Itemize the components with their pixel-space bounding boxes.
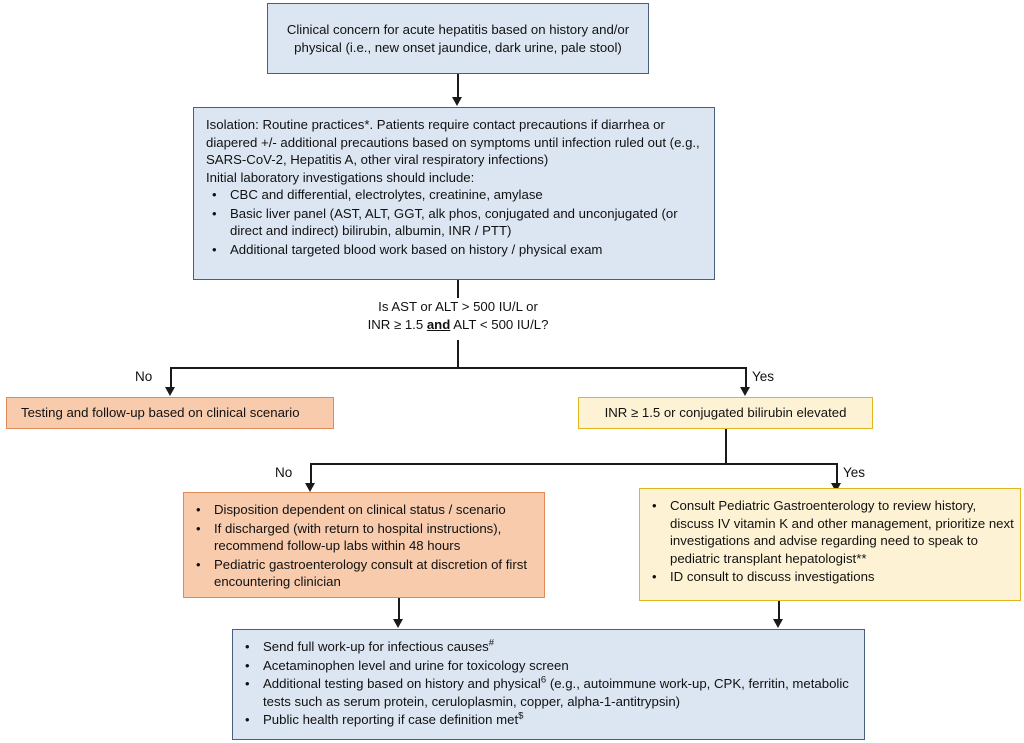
arrowhead-decision-yes	[740, 387, 750, 396]
list-item: Send full work-up for infectious causes#	[239, 638, 856, 656]
arrowhead-concern-to-isolation	[452, 97, 462, 106]
node-inr-elevated: INR ≥ 1.5 or conjugated bilirubin elevat…	[578, 397, 873, 429]
connector-disposition-to-workup	[398, 598, 400, 621]
node-clinical-concern-text: Clinical concern for acute hepatitis bas…	[286, 21, 630, 55]
workup-bullet-1-sup: #	[488, 637, 495, 649]
node-inr-elevated-text: INR ≥ 1.5 or conjugated bilirubin elevat…	[604, 405, 847, 421]
node-isolation: Isolation: Routine practices*. Patients …	[193, 107, 715, 280]
node-clinical-concern: Clinical concern for acute hepatitis bas…	[267, 3, 649, 74]
workup-bullet-3-sup: 6	[540, 674, 547, 686]
connector-inr-yes-branch	[836, 463, 838, 485]
arrowhead-disposition-to-workup	[393, 619, 403, 628]
list-item: Pediatric gastroenterology consult at di…	[190, 556, 536, 591]
branch-label-no-level1: No	[135, 369, 153, 384]
workup-bullet-4-sup: $	[518, 710, 524, 722]
branch-label-no-level2: No	[275, 465, 293, 480]
decision-line-1: Is AST or ALT > 500 IU/L or	[378, 299, 538, 314]
node-consult-gi: Consult Pediatric Gastroenterology to re…	[639, 488, 1021, 601]
node-disposition: Disposition dependent on clinical status…	[183, 492, 545, 598]
list-item: Additional targeted blood work based on …	[206, 241, 704, 259]
workup-bullet-1-main: Send full work-up for infectious causes	[263, 639, 489, 654]
decision-line-2-emph: and	[426, 317, 451, 333]
list-item: Public health reporting if case definiti…	[239, 711, 856, 729]
branch-label-yes-level2: Yes	[843, 465, 866, 480]
workup-bullet-list: Send full work-up for infectious causes#…	[239, 638, 856, 729]
list-item: Disposition dependent on clinical status…	[190, 501, 536, 519]
node-testing-followup-text: Testing and follow-up based on clinical …	[21, 405, 300, 421]
connector-inr-crossbar	[310, 463, 837, 465]
arrowhead-decision-no	[165, 387, 175, 396]
connector-decision-yes-branch	[745, 367, 747, 389]
connector-concern-to-isolation	[457, 74, 459, 98]
arrowhead-consult-to-workup	[773, 619, 783, 628]
list-item: Acetaminophen level and urine for toxico…	[239, 657, 856, 675]
list-item: ID consult to discuss investigations	[646, 568, 1014, 586]
node-workup: Send full work-up for infectious causes#…	[232, 629, 865, 740]
branch-label-yes-level1: Yes	[752, 369, 775, 384]
connector-inr-no-branch	[310, 463, 312, 485]
consult-gi-bullet-list: Consult Pediatric Gastroenterology to re…	[646, 497, 1014, 586]
connector-decision-crossbar	[170, 367, 746, 369]
disposition-bullet-list: Disposition dependent on clinical status…	[190, 501, 536, 591]
isolation-bullet-list: CBC and differential, electrolytes, crea…	[206, 186, 704, 258]
workup-bullet-4-main: Public health reporting if case definiti…	[263, 712, 519, 728]
connector-decision-no-branch	[170, 367, 172, 389]
connector-isolation-to-decision	[457, 280, 459, 298]
list-item: Basic liver panel (AST, ALT, GGT, alk ph…	[206, 205, 704, 240]
node-testing-followup: Testing and follow-up based on clinical …	[6, 397, 334, 429]
connector-decision-stem	[457, 340, 459, 369]
isolation-line-1: Isolation: Routine practices*. Patients …	[206, 117, 700, 168]
decision-line-2: INR ≥ 1.5 and ALT < 500 IU/L?	[328, 316, 588, 334]
workup-bullet-3-post: (e.g., autoimmune work-up, CPK, ferritin…	[263, 676, 849, 709]
connector-consult-to-workup	[778, 601, 780, 621]
list-item: Consult Pediatric Gastroenterology to re…	[646, 497, 1014, 567]
workup-bullet-3-pre: Additional testing based on history and …	[263, 676, 541, 692]
list-item: CBC and differential, electrolytes, crea…	[206, 186, 704, 204]
list-item: If discharged (with return to hospital i…	[190, 520, 536, 555]
connector-inr-stem	[725, 429, 727, 465]
decision-line-2-pre: INR ≥ 1.5	[367, 317, 427, 333]
list-item: Additional testing based on history and …	[239, 675, 856, 710]
arrowhead-inr-yes	[831, 483, 841, 492]
isolation-line-2: Initial laboratory investigations should…	[206, 169, 475, 185]
decision-line-2-post: ALT < 500 IU/L?	[450, 317, 549, 333]
decision-criteria-text: Is AST or ALT > 500 IU/L or INR ≥ 1.5 an…	[328, 298, 588, 335]
arrowhead-inr-no	[305, 483, 315, 492]
